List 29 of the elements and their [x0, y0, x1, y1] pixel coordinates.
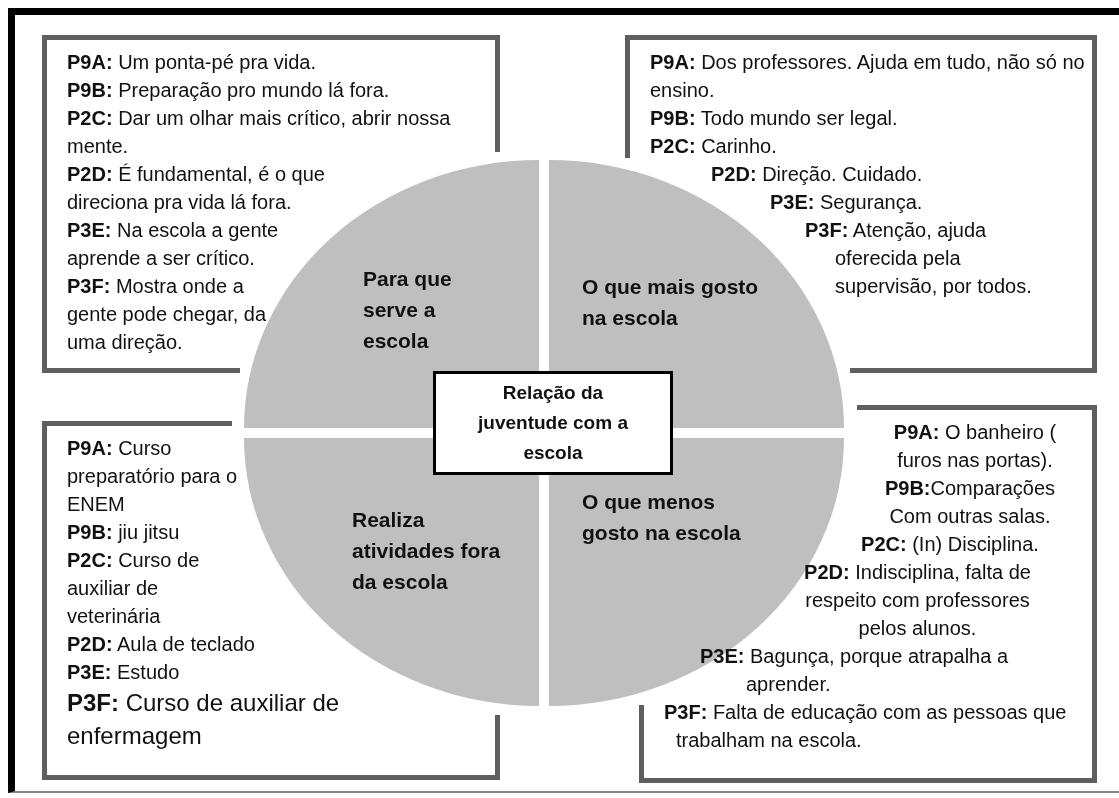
answer-text: P9B: jiu jitsu [67, 520, 180, 545]
central-box [433, 371, 673, 475]
quadrant-label: O que mais gosto na escola [582, 274, 760, 331]
answer-text: P3E: Na escola a gente aprende a ser crítico. [67, 218, 280, 271]
answer-text: P9B: Preparação pro mundo lá fora. [67, 78, 390, 103]
answer-text: P2C: Dar um olhar mais crítico, abrir nossa mente. [67, 106, 452, 159]
answer-text: P9A: Dos professores. Ajuda em tudo, não só no ensino. [650, 50, 1085, 103]
answer-text: P2C: (In) Disciplina. [860, 532, 1040, 557]
answer-text: P3F: Mostra onde a gente pode chegar, da uma direção. [67, 274, 267, 355]
answer-text: P2C: Curso de auxiliar de veterinária [67, 548, 201, 629]
answer-text: P9B: Todo mundo ser legal. [650, 106, 898, 131]
answer-text: P9A: Um ponta-pé pra vida. [67, 50, 316, 75]
answer-text: P3E: Bagunça, porque atrapalha a aprender. [700, 644, 1009, 697]
quadrant-label: Realiza atividades fora da escola [352, 507, 502, 595]
quadrant-label: Para que serve a escola [363, 266, 453, 354]
answer-text: P2D: É fundamental, é o que direciona pra vida lá fora. [67, 162, 326, 215]
answer-text: P3E: Segurança. [770, 190, 923, 215]
answer-text: P3F: Curso de auxiliar de enfermagem [67, 688, 341, 751]
answer-text: P2D: Indisciplina, falta de respeito com professores pelos alunos. [803, 560, 1032, 641]
answer-text: P9B:Comparações Com outras salas. [883, 476, 1057, 529]
answer-text: P2C: Carinho. [650, 134, 777, 159]
answer-text: P3F: Atenção, ajuda oferecida pela supervisão, por todos. [805, 218, 1033, 299]
answer-text: P2D: Aula de teclado [67, 632, 255, 657]
answer-text: P3F: Falta de educação com as pessoas que trabalham na escola. [664, 700, 1068, 753]
central-theme: Relação da juventude com a escola [476, 381, 629, 465]
answer-text: P3E: Estudo [67, 660, 180, 685]
answer-text: P2D: Direção. Cuidado. [711, 162, 923, 187]
quadrant-label: O que menos gosto na escola [582, 489, 742, 546]
answer-text: P9A: O banheiro ( furos nas portas). [892, 420, 1058, 473]
